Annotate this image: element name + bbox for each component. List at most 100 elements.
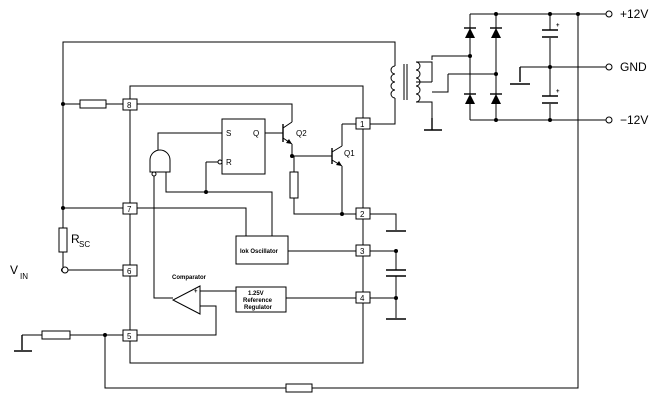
terminal-gnd bbox=[605, 63, 613, 71]
label-gnd: GND bbox=[620, 60, 647, 74]
terminal-plus12 bbox=[605, 10, 613, 18]
junction-out-3 bbox=[494, 118, 498, 122]
junction-in-4 bbox=[103, 333, 107, 337]
pin-5: 5 bbox=[127, 332, 132, 341]
ic-outline bbox=[129, 85, 364, 364]
resistor-pin5 bbox=[41, 330, 71, 340]
pin-4: 4 bbox=[360, 294, 365, 303]
oscillator-block bbox=[235, 235, 289, 265]
comparator-label: Comparator bbox=[172, 275, 207, 281]
capacitor-minus bbox=[542, 95, 558, 104]
junction-in-5 bbox=[290, 154, 294, 158]
comparator-triangle bbox=[171, 285, 201, 315]
wire-secondary-to-bridge bbox=[432, 74, 449, 93]
junction-out-5 bbox=[548, 65, 552, 69]
diode-2 bbox=[491, 28, 501, 38]
resistor-pin8 bbox=[79, 99, 107, 109]
junction-in-6 bbox=[340, 212, 344, 216]
terminal-minus12 bbox=[605, 116, 613, 124]
pin-box-6 bbox=[122, 264, 138, 277]
junction-out-8 bbox=[576, 12, 580, 16]
reference-line3: Regulator bbox=[244, 305, 273, 311]
label-vin-sub: IN bbox=[20, 272, 28, 281]
transistor-q2-legs bbox=[282, 121, 293, 145]
label-vin: V bbox=[10, 263, 18, 277]
wire-pin5-comp bbox=[137, 305, 217, 336]
transistor-q2-arrow bbox=[286, 139, 292, 144]
reference-line2: Reference bbox=[243, 298, 273, 304]
wire-comp-gate bbox=[153, 172, 173, 299]
wire-gate-osc bbox=[165, 172, 206, 193]
junction-in-7 bbox=[204, 190, 208, 194]
label-plus12: +12V bbox=[620, 7, 648, 21]
diode-4 bbox=[491, 94, 501, 104]
transformer-primary bbox=[390, 65, 396, 99]
reference-line1: 1.25V bbox=[248, 291, 264, 297]
flipflop-r-bubble bbox=[217, 159, 223, 165]
pin-box-1 bbox=[355, 117, 371, 130]
wire-q1-emitter bbox=[341, 166, 356, 215]
label-rsc: R bbox=[71, 232, 80, 246]
reference-block bbox=[235, 286, 287, 313]
pin-box-3 bbox=[355, 244, 371, 257]
pin-box-7 bbox=[122, 202, 138, 215]
junction-out-7 bbox=[494, 72, 498, 76]
resistor-rsc bbox=[58, 227, 68, 253]
wire-q2-emitter bbox=[291, 144, 332, 157]
wire-secondary-top bbox=[416, 61, 433, 118]
resistor-base bbox=[289, 171, 299, 199]
pin-box-8 bbox=[122, 98, 138, 111]
and-gate bbox=[149, 149, 171, 173]
capacitor-plus bbox=[542, 29, 558, 38]
wire-pin4 bbox=[370, 297, 397, 318]
wire-pin1-transformer bbox=[370, 98, 396, 125]
and-gate-bubble bbox=[151, 171, 157, 177]
pin-7: 7 bbox=[127, 205, 132, 214]
transistor-q1-legs bbox=[331, 145, 343, 167]
ground-output bbox=[510, 67, 530, 85]
wire-pin3-cap bbox=[370, 250, 397, 296]
junction-in-9 bbox=[394, 296, 398, 300]
transistor-q2-label: Q2 bbox=[296, 129, 307, 138]
transistor-q1-label: Q1 bbox=[344, 149, 355, 158]
cap-plus-mark-1: + bbox=[556, 23, 560, 29]
wire-secondary-center bbox=[431, 55, 470, 60]
comparator-plus: + bbox=[194, 289, 198, 295]
cap-plus-mark-2: + bbox=[556, 89, 560, 95]
junction-in-1 bbox=[61, 102, 65, 106]
flipflop-q: Q bbox=[253, 129, 259, 138]
transformer-core bbox=[403, 64, 408, 100]
wire-gate-s bbox=[157, 132, 222, 150]
junction-out-2 bbox=[548, 12, 552, 16]
label-rsc-sub: SC bbox=[79, 240, 90, 249]
wire-q1-collector bbox=[341, 123, 356, 146]
ground-secondary bbox=[424, 118, 442, 131]
pin-2: 2 bbox=[360, 210, 365, 219]
flipflop-block bbox=[221, 118, 266, 175]
junction-out-4 bbox=[548, 118, 552, 122]
wire-osc-r bbox=[205, 161, 273, 236]
pin-1: 1 bbox=[360, 120, 365, 129]
flipflop-r: R bbox=[226, 158, 232, 167]
ground-pin5 bbox=[14, 335, 32, 352]
pin-box-4 bbox=[355, 291, 371, 304]
flipflop-s: S bbox=[226, 129, 231, 138]
junction-in-2 bbox=[61, 206, 65, 210]
label-minus12: −12V bbox=[620, 113, 648, 127]
junction-out-6 bbox=[468, 54, 472, 58]
wire-top-loop bbox=[62, 41, 396, 208]
transistor-q1-arrow bbox=[336, 161, 342, 166]
wire-pin2-ground bbox=[370, 213, 397, 230]
pin-6: 6 bbox=[127, 267, 132, 276]
junction-out-1 bbox=[494, 12, 498, 16]
pin-8: 8 bbox=[127, 101, 132, 110]
resistor-feedback bbox=[285, 383, 313, 393]
wire-feedback-bottom bbox=[104, 14, 579, 389]
junction-in-8 bbox=[394, 249, 398, 253]
wire-base-resistor bbox=[293, 156, 342, 215]
pin-box-5 bbox=[122, 329, 138, 342]
pin-3: 3 bbox=[360, 247, 365, 256]
terminal-vin bbox=[61, 266, 69, 274]
diode-1 bbox=[465, 28, 475, 38]
